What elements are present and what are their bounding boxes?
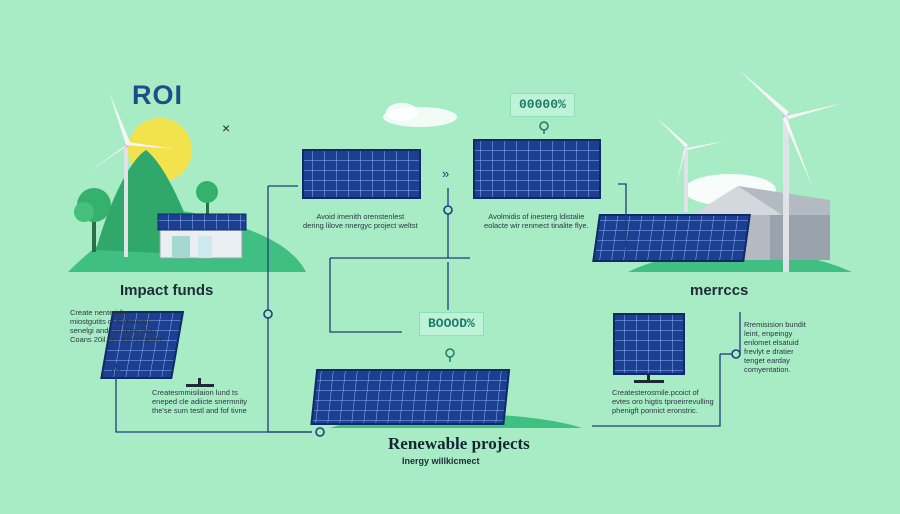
connector-node-icon xyxy=(263,205,741,437)
renewable-projects-heading: Renewable projects xyxy=(388,434,530,453)
bottom-right-description: Createsterosmile.pcoict of evtes oro hig… xyxy=(612,388,714,415)
solar-panel-icon xyxy=(310,369,511,425)
impact-funds-heading: Impact funds xyxy=(120,282,214,299)
top-center-panels: » xyxy=(302,103,601,199)
percent-badge-top: 00000% xyxy=(510,93,575,117)
tree-icon xyxy=(196,181,218,216)
solar-panel-icon xyxy=(302,149,421,199)
solar-panel-icon xyxy=(100,311,185,379)
right-landscape xyxy=(592,70,852,272)
percent-badge-mid: BOOOD% xyxy=(419,312,484,336)
chevron-right-icon: » xyxy=(442,166,449,181)
left-landscape xyxy=(68,92,306,272)
wind-turbine-icon xyxy=(88,92,175,257)
connector-arrow-icon xyxy=(111,362,121,373)
solar-panel-icon xyxy=(592,214,751,262)
metrics-heading: merrccs xyxy=(690,282,749,299)
solar-panel-icon xyxy=(473,139,601,199)
metrics-description: Rremisision bundit leint, enpeingy enlom… xyxy=(744,320,806,374)
impact-funds-description: Create nenterirlty miostgutits of flletm… xyxy=(70,308,163,344)
bottom-left-description: Createsmmisilaion lund ts eneped cle adi… xyxy=(152,388,248,415)
solar-panel-icon xyxy=(613,313,685,375)
house-icon xyxy=(157,213,247,259)
wind-turbine-icon xyxy=(739,70,843,272)
bottom-panels xyxy=(100,311,685,428)
top-center-description: Avoid imenith orenstenlest dering lilove… xyxy=(303,212,418,230)
renewable-projects-subheading: Inergy willkicmect xyxy=(402,456,480,466)
connector-lines xyxy=(115,183,741,433)
page-title: ROI xyxy=(132,80,184,110)
lightbulb-icon xyxy=(445,348,455,362)
wind-turbine-icon xyxy=(656,117,725,212)
close-icon: × xyxy=(222,120,231,136)
lightbulb-icon xyxy=(539,121,549,134)
tree-icon xyxy=(74,188,111,252)
top-right-description: Avolmidis of inesterg ldistalie eolacte … xyxy=(484,212,589,230)
